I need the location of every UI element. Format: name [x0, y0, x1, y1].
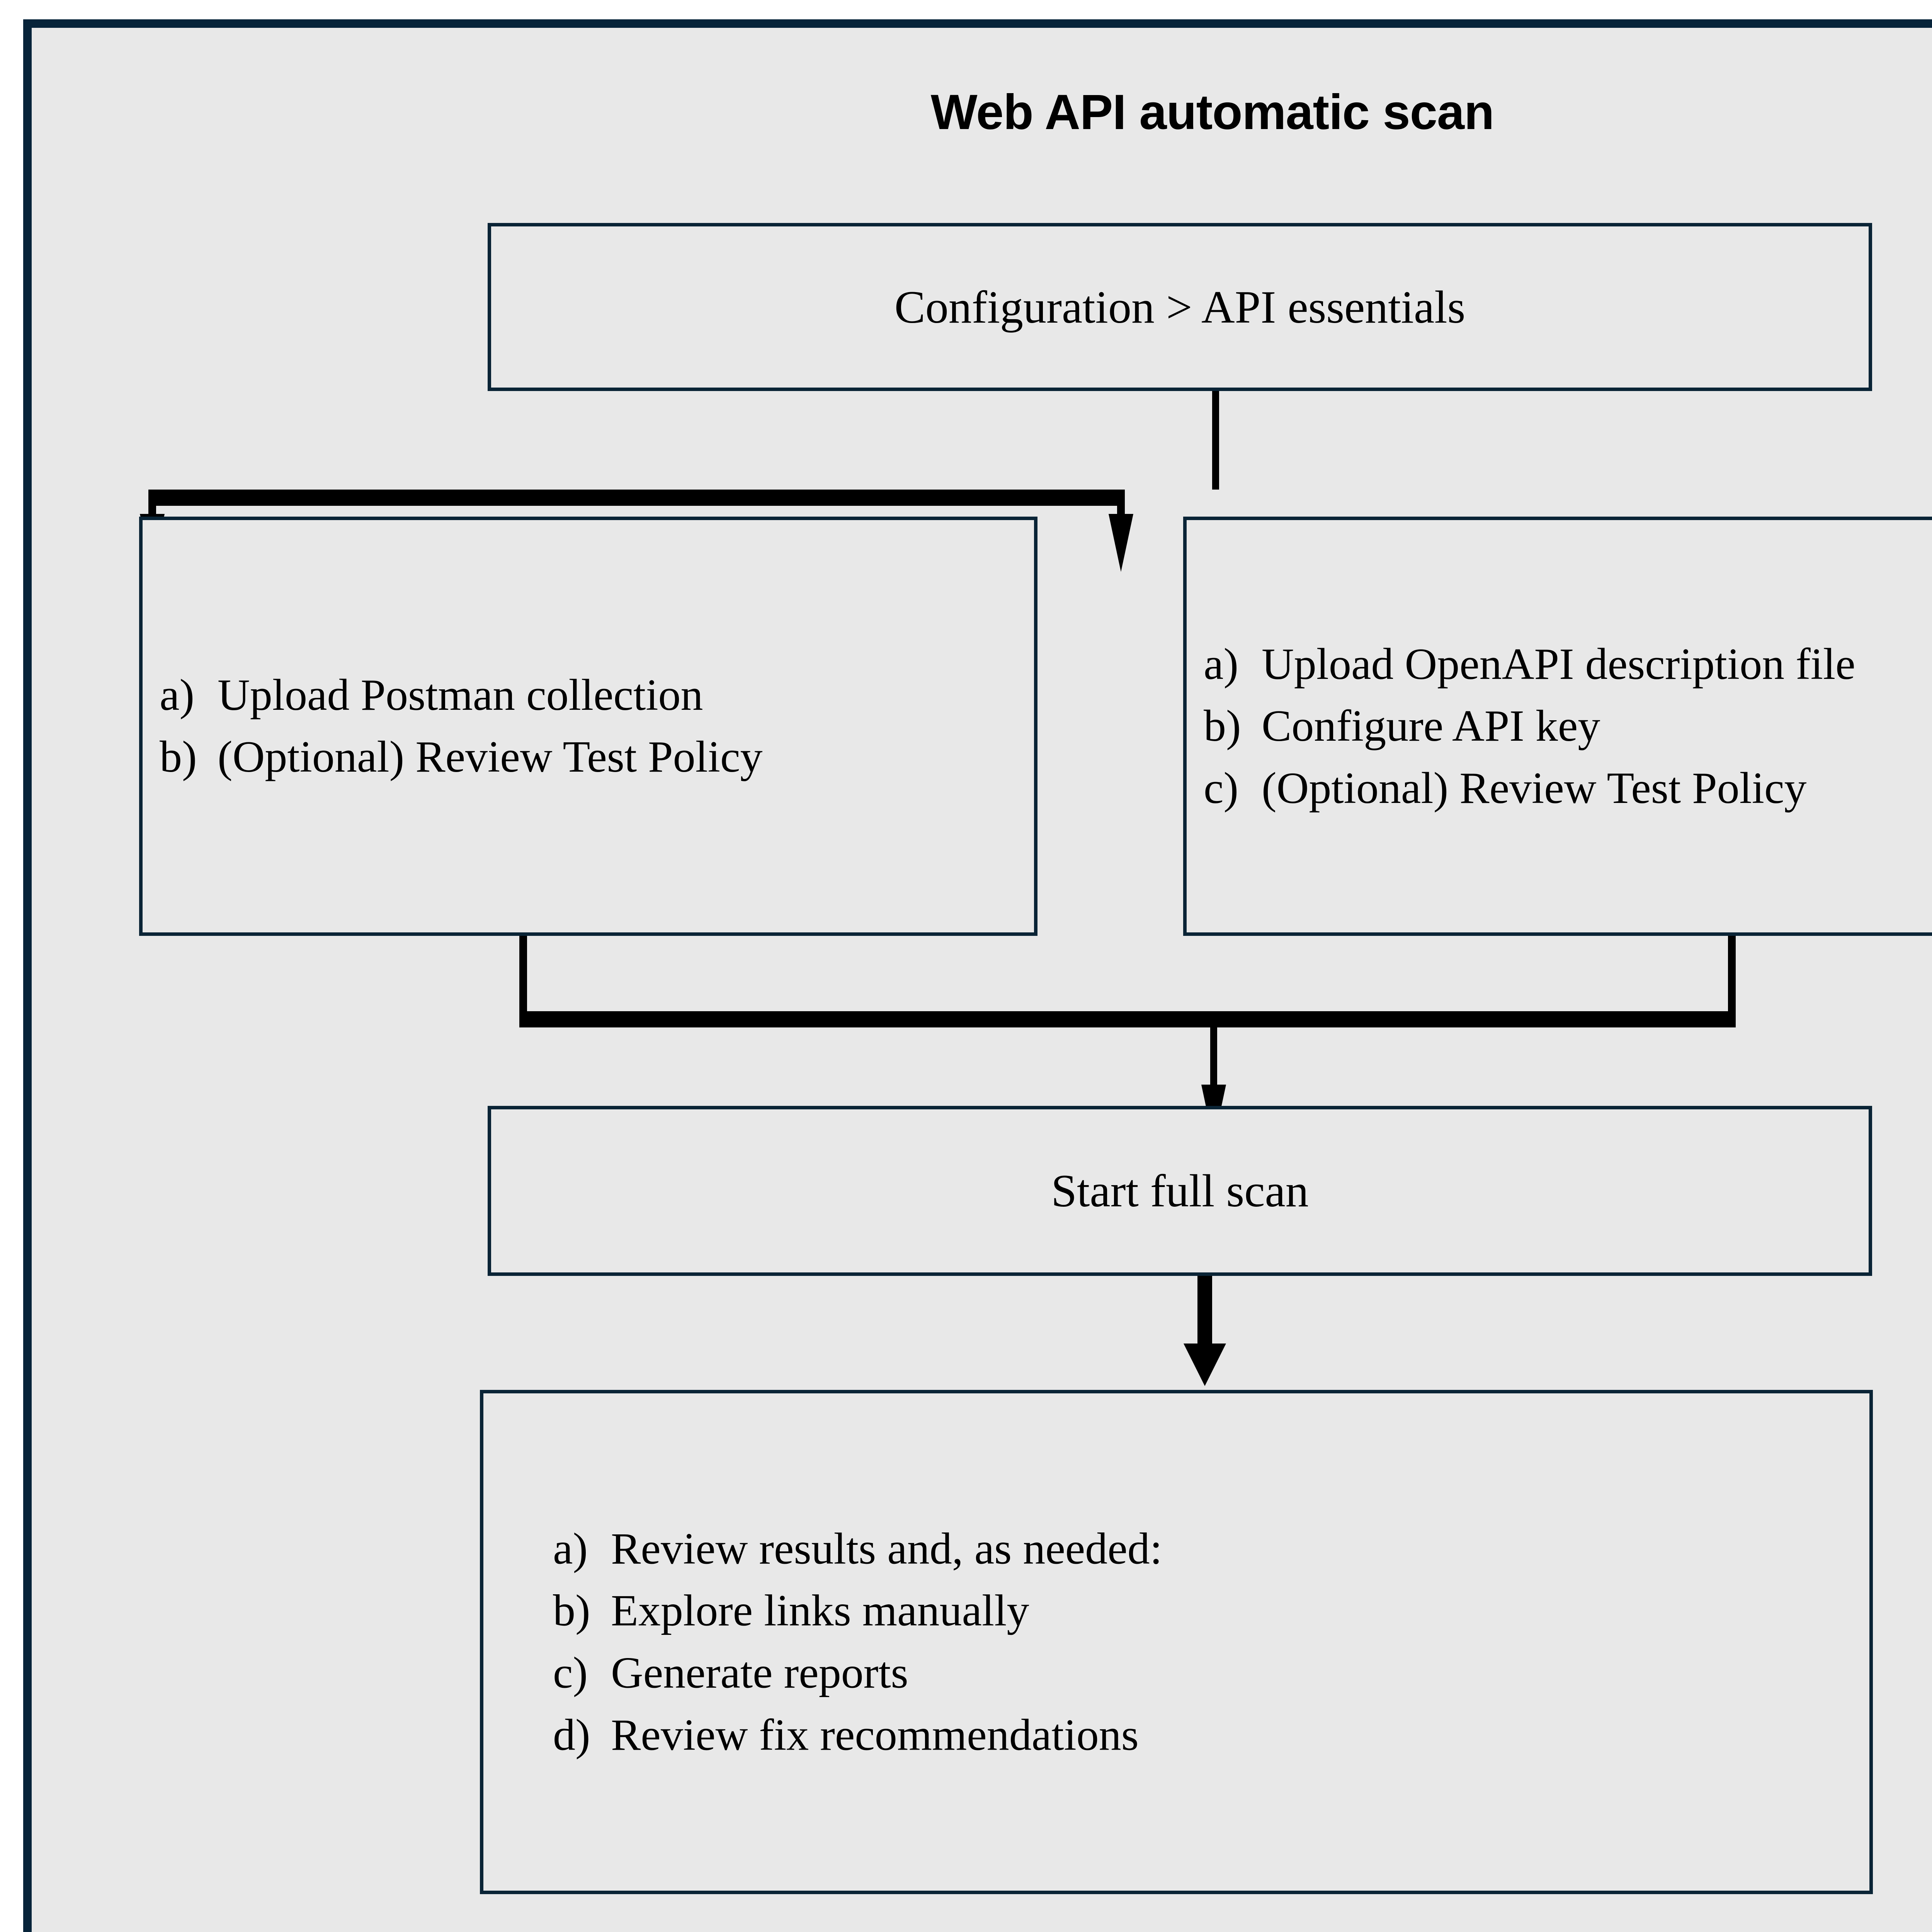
connector-merge-stem: [1210, 1027, 1217, 1087]
connector-openapi-drop: [1728, 936, 1736, 1011]
diagram-frame: Web API automatic scan Configuration > A…: [23, 19, 1932, 1932]
list-marker: b): [1204, 701, 1241, 751]
node-start-full-scan[interactable]: Start full scan: [488, 1106, 1872, 1276]
list-item: b) (Optional) Review Test Policy: [160, 728, 1017, 787]
list-item: b) Configure API key: [1204, 697, 1932, 755]
list-text: Upload OpenAPI description file: [1262, 639, 1855, 689]
results-list: a) Review results and, as needed: b) Exp…: [483, 1520, 1869, 1764]
list-item: c) Generate reports: [553, 1644, 1800, 1702]
postman-branch-list: a) Upload Postman collection b) (Optiona…: [143, 666, 1034, 787]
list-text: Review fix recommendations: [611, 1710, 1139, 1760]
list-marker: c): [553, 1648, 588, 1698]
openapi-branch-list: a) Upload OpenAPI description file b) Co…: [1187, 635, 1932, 817]
node-openapi-branch[interactable]: a) Upload OpenAPI description file b) Co…: [1183, 517, 1932, 936]
list-marker: b): [160, 732, 197, 782]
list-marker: a): [160, 670, 195, 720]
node-postman-branch[interactable]: a) Upload Postman collection b) (Optiona…: [139, 517, 1037, 936]
list-text: Upload Postman collection: [218, 670, 703, 720]
list-text: (Optional) Review Test Policy: [1262, 763, 1807, 813]
arrow-head-to-results: [1184, 1344, 1226, 1386]
connector-start-scan-stem: [1197, 1276, 1212, 1345]
list-text: Generate reports: [611, 1648, 908, 1698]
list-text: Configure API key: [1262, 701, 1600, 751]
list-text: Review results and, as needed:: [611, 1524, 1163, 1573]
list-item: a) Upload Postman collection: [160, 666, 1017, 724]
connector-split-left-drop: [148, 490, 156, 515]
list-item: d) Review fix recommendations: [553, 1706, 1800, 1764]
list-item: a) Review results and, as needed:: [553, 1520, 1800, 1578]
connector-config-stem: [1212, 391, 1219, 490]
node-results[interactable]: a) Review results and, as needed: b) Exp…: [480, 1390, 1873, 1894]
node-configuration-api-essentials[interactable]: Configuration > API essentials: [488, 223, 1872, 391]
list-marker: d): [553, 1710, 590, 1760]
connector-split-right-drop: [1117, 490, 1125, 515]
list-marker: c): [1204, 763, 1239, 813]
list-item: c) (Optional) Review Test Policy: [1204, 759, 1932, 818]
connector-merge-bar: [519, 1011, 1736, 1027]
arrow-head-to-openapi: [1109, 514, 1133, 572]
connector-postman-drop: [519, 936, 527, 1011]
list-marker: a): [1204, 639, 1239, 689]
list-text: Explore links manually: [611, 1586, 1029, 1636]
list-item: b) Explore links manually: [553, 1582, 1800, 1640]
connector-split-bar: [148, 490, 1125, 506]
list-marker: b): [553, 1586, 590, 1636]
list-text: (Optional) Review Test Policy: [218, 732, 763, 782]
list-marker: a): [553, 1524, 588, 1573]
list-item: a) Upload OpenAPI description file: [1204, 635, 1932, 693]
node-configuration-label: Configuration > API essentials: [894, 281, 1466, 333]
node-start-full-scan-label: Start full scan: [1051, 1165, 1309, 1216]
page-title: Web API automatic scan: [930, 85, 1495, 140]
